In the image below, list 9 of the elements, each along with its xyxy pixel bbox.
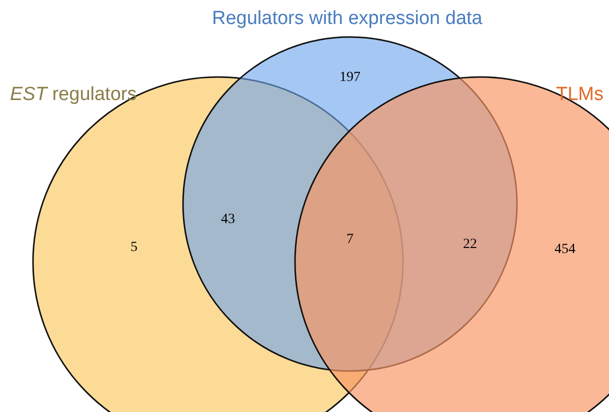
region-count: 197 (340, 70, 360, 86)
region-count: 5 (130, 240, 138, 256)
region-count: 43 (221, 212, 235, 228)
region-count: 7 (346, 232, 354, 248)
region-count: 22 (463, 237, 477, 253)
region-count: 454 (554, 242, 576, 258)
set-label: EST regulators (10, 84, 137, 106)
set-label: Regulators with expression data (212, 8, 482, 30)
set-label: TLMs (556, 84, 604, 106)
